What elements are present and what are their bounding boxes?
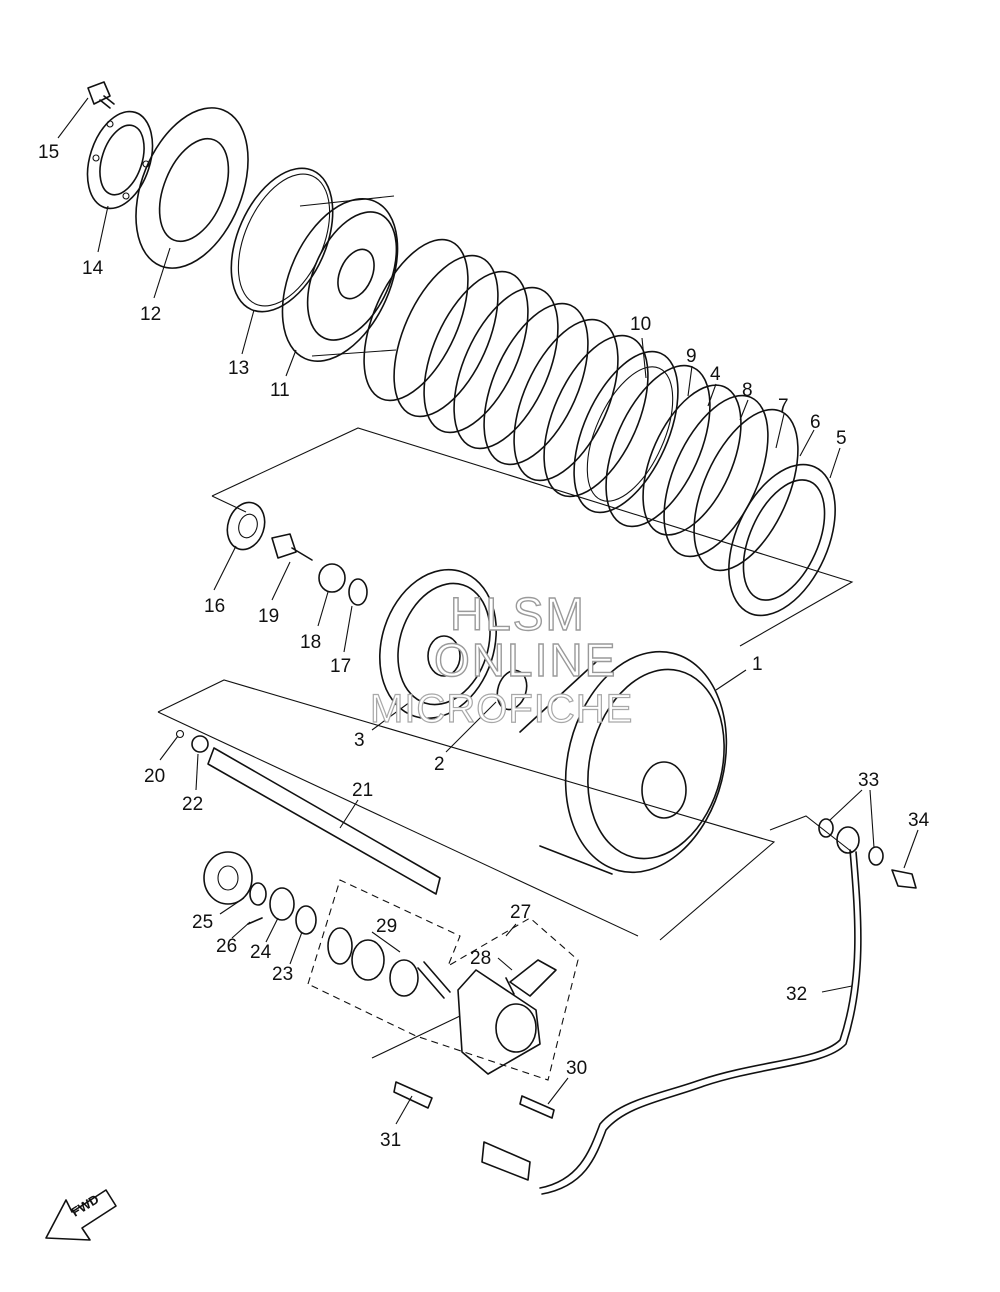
callout-3: 3 bbox=[354, 730, 365, 751]
callout-16: 16 bbox=[204, 596, 225, 617]
watermark: HLSM ONLINE MICROFICHE bbox=[369, 587, 633, 731]
callout-numbers: 1 2 3 4 5 6 7 8 9 10 11 12 13 14 15 16 1… bbox=[38, 142, 930, 1151]
callout-6: 6 bbox=[810, 412, 821, 433]
callout-29: 29 bbox=[376, 916, 397, 937]
part-14-plate bbox=[86, 110, 154, 210]
callout-4: 4 bbox=[710, 364, 721, 385]
callout-8: 8 bbox=[742, 380, 753, 401]
callout-21: 21 bbox=[352, 780, 373, 801]
callout-9: 9 bbox=[686, 346, 697, 367]
callout-1: 1 bbox=[752, 654, 763, 675]
part-3-driven-gear bbox=[378, 568, 498, 720]
callout-30: 30 bbox=[566, 1058, 587, 1079]
callout-12: 12 bbox=[140, 304, 161, 325]
part-2-washer bbox=[496, 669, 528, 711]
callout-15: 15 bbox=[38, 142, 59, 163]
parts-20-22-pushrod bbox=[175, 729, 441, 895]
callout-2: 2 bbox=[434, 754, 445, 775]
callout-19: 19 bbox=[258, 606, 279, 627]
callout-14: 14 bbox=[82, 258, 104, 279]
callout-17: 17 bbox=[330, 656, 351, 677]
part-15-bolt bbox=[87, 81, 115, 109]
parts-23-26-seals bbox=[203, 851, 317, 935]
callout-7: 7 bbox=[778, 396, 789, 417]
clutch-plate-stack bbox=[363, 238, 679, 514]
part-16-bearing bbox=[226, 501, 266, 551]
part-12-pressure-plate bbox=[135, 107, 249, 269]
callout-27: 27 bbox=[510, 902, 531, 923]
assembly-outlines bbox=[157, 427, 854, 1081]
parts-17-19-fasteners bbox=[271, 533, 368, 606]
part-27-release-cylinder bbox=[457, 959, 557, 1075]
watermark-line-2: ONLINE bbox=[434, 634, 617, 686]
callout-32: 32 bbox=[786, 984, 807, 1005]
callout-24: 24 bbox=[250, 942, 272, 963]
callout-31: 31 bbox=[380, 1130, 401, 1151]
callout-23: 23 bbox=[272, 964, 293, 985]
callout-26: 26 bbox=[216, 936, 237, 957]
callout-25: 25 bbox=[192, 912, 213, 933]
callout-5: 5 bbox=[836, 428, 847, 449]
watermark-line-1: HLSM bbox=[450, 588, 586, 640]
leader-lines bbox=[57, 97, 919, 1125]
parts-33-34-banjo bbox=[818, 818, 917, 889]
parts-30-31-bolts bbox=[393, 1081, 555, 1119]
callout-11: 11 bbox=[270, 380, 290, 401]
part-13-wire-ring bbox=[230, 167, 334, 313]
part-1-clutch-housing bbox=[519, 650, 728, 875]
fwd-arrow-icon: FWD bbox=[45, 1189, 117, 1241]
callout-18: 18 bbox=[300, 632, 321, 653]
watermark-line-3: MICROFICHE bbox=[370, 687, 633, 731]
parts-5-to-10-rings bbox=[605, 364, 836, 617]
callout-28: 28 bbox=[470, 948, 491, 969]
callout-13: 13 bbox=[228, 358, 249, 379]
callout-34: 34 bbox=[908, 810, 930, 831]
callout-10: 10 bbox=[630, 314, 651, 335]
part-32-clutch-hose bbox=[481, 849, 862, 1195]
part-29-piston-kit bbox=[327, 927, 451, 999]
part-11-clutch-boss bbox=[281, 195, 399, 362]
callout-22: 22 bbox=[182, 794, 203, 815]
callout-33: 33 bbox=[858, 770, 879, 791]
callout-20: 20 bbox=[144, 766, 165, 787]
